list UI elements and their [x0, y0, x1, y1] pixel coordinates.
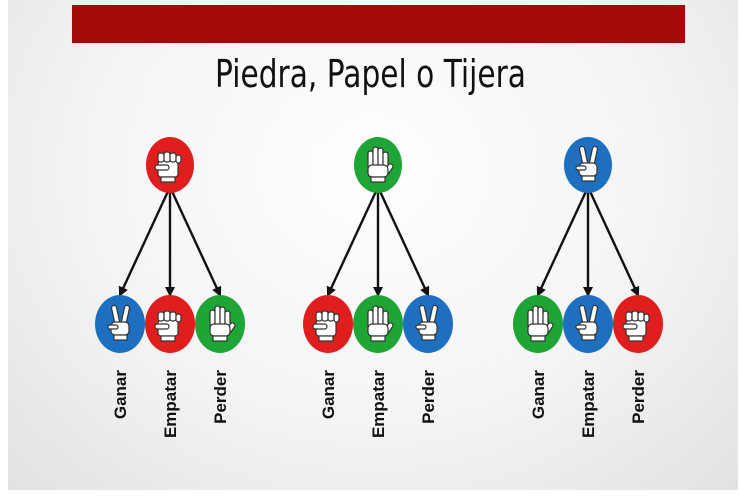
outcome-node-papel	[195, 295, 245, 353]
outcome-label-ganar: Ganar	[319, 370, 338, 420]
fist-icon	[154, 310, 182, 342]
outcome-label-empatar: Empatar	[161, 370, 180, 438]
outcome-node-papel	[353, 295, 403, 353]
outcome-label-perder: Perder	[419, 370, 438, 424]
fist-icon	[622, 310, 650, 342]
arrow-to-perder	[376, 186, 430, 297]
fist-icon	[312, 310, 340, 342]
outcome-node-piedra	[613, 295, 663, 353]
scissors-icon	[107, 304, 131, 341]
open-hand-icon	[367, 146, 394, 183]
arrow-to-ganar	[536, 186, 590, 297]
slide-background	[8, 0, 738, 490]
outcome-label-ganar: Ganar	[529, 370, 548, 420]
open-hand-icon	[209, 305, 236, 342]
top-node-papel	[354, 137, 402, 193]
arrow-to-ganar	[326, 186, 380, 297]
scissors-icon	[575, 304, 599, 341]
scissors-icon	[415, 304, 439, 341]
fist-icon	[154, 151, 182, 183]
group-papel: Ganar Empatar Perder	[319, 186, 438, 438]
outcome-label-empatar: Empatar	[369, 370, 388, 438]
arrow-to-perder	[586, 186, 640, 297]
outcome-node-piedra	[145, 295, 195, 353]
title-banner	[72, 5, 685, 43]
open-hand-icon	[527, 305, 554, 342]
arrow-to-perder	[168, 186, 222, 297]
outcome-node-tijera	[403, 295, 453, 353]
outcome-node-tijera	[563, 295, 613, 353]
outcome-label-empatar: Empatar	[579, 370, 598, 438]
group-piedra: Ganar Empatar Perder	[111, 186, 230, 438]
group-tijera: Ganar Empatar Perder	[529, 186, 648, 438]
top-node-tijera	[564, 137, 612, 193]
outcome-label-perder: Perder	[629, 370, 648, 424]
outcome-label-ganar: Ganar	[111, 370, 130, 420]
top-node-piedra	[146, 137, 194, 193]
open-hand-icon	[367, 305, 394, 342]
outcome-label-perder: Perder	[211, 370, 230, 424]
arrow-to-ganar	[118, 186, 172, 297]
outcome-node-piedra	[303, 295, 353, 353]
scissors-icon	[575, 145, 599, 182]
outcome-node-papel	[513, 295, 563, 353]
outcome-node-tijera	[95, 295, 145, 353]
page-title: Piedra, Papel o Tijera	[215, 52, 526, 96]
